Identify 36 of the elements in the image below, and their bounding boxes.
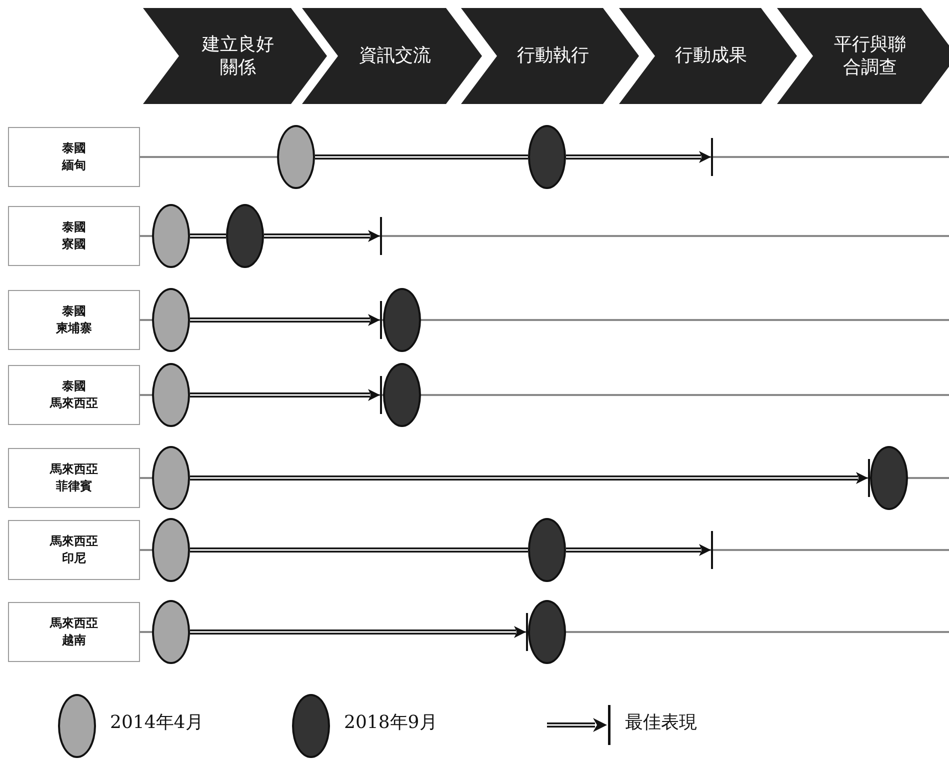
country-name: 泰國 [62, 142, 86, 155]
country-pair-box [8, 127, 140, 187]
legend-label: 2018年9月 [344, 711, 438, 734]
country-name: 馬來西亞 [50, 397, 98, 410]
step-label: 資訊交流 [359, 44, 431, 68]
step-label: 行動執行 [517, 44, 589, 68]
chevron-step [777, 8, 949, 104]
country-name: 馬來西亞 [50, 534, 98, 548]
country-name: 泰國 [62, 380, 86, 393]
country-name: 馬來西亞 [50, 462, 98, 476]
double-arrow [566, 544, 711, 556]
double-arrow [190, 626, 526, 638]
country-name: 泰國 [62, 304, 86, 318]
double-arrow [566, 151, 711, 163]
legend-label: 最佳表現 [625, 711, 697, 734]
country-name: 緬甸 [62, 159, 86, 172]
country-name: 泰國 [62, 220, 86, 234]
country-name: 馬來西亞 [50, 616, 98, 630]
legend-label: 2014年4月 [110, 711, 204, 734]
country-name: 越南 [62, 634, 86, 648]
country-pair-box [8, 290, 140, 350]
step-label: 行動成果 [675, 44, 747, 68]
double-arrow [190, 314, 380, 326]
country-name: 寮國 [62, 238, 86, 252]
country-pair-box [8, 365, 140, 425]
double-arrow [190, 389, 380, 401]
country-name: 菲律賓 [56, 480, 92, 494]
country-pair-box [8, 602, 140, 662]
country-pair-box [8, 206, 140, 266]
country-name: 柬埔寨 [56, 322, 92, 336]
double-arrow [264, 230, 380, 242]
country-name: 印尼 [62, 552, 86, 566]
country-pair-box [8, 448, 140, 508]
step-label: 平行與聯合調查 [832, 32, 907, 80]
step-label: 建立良好關係 [200, 32, 275, 80]
country-pair-box [8, 520, 140, 580]
